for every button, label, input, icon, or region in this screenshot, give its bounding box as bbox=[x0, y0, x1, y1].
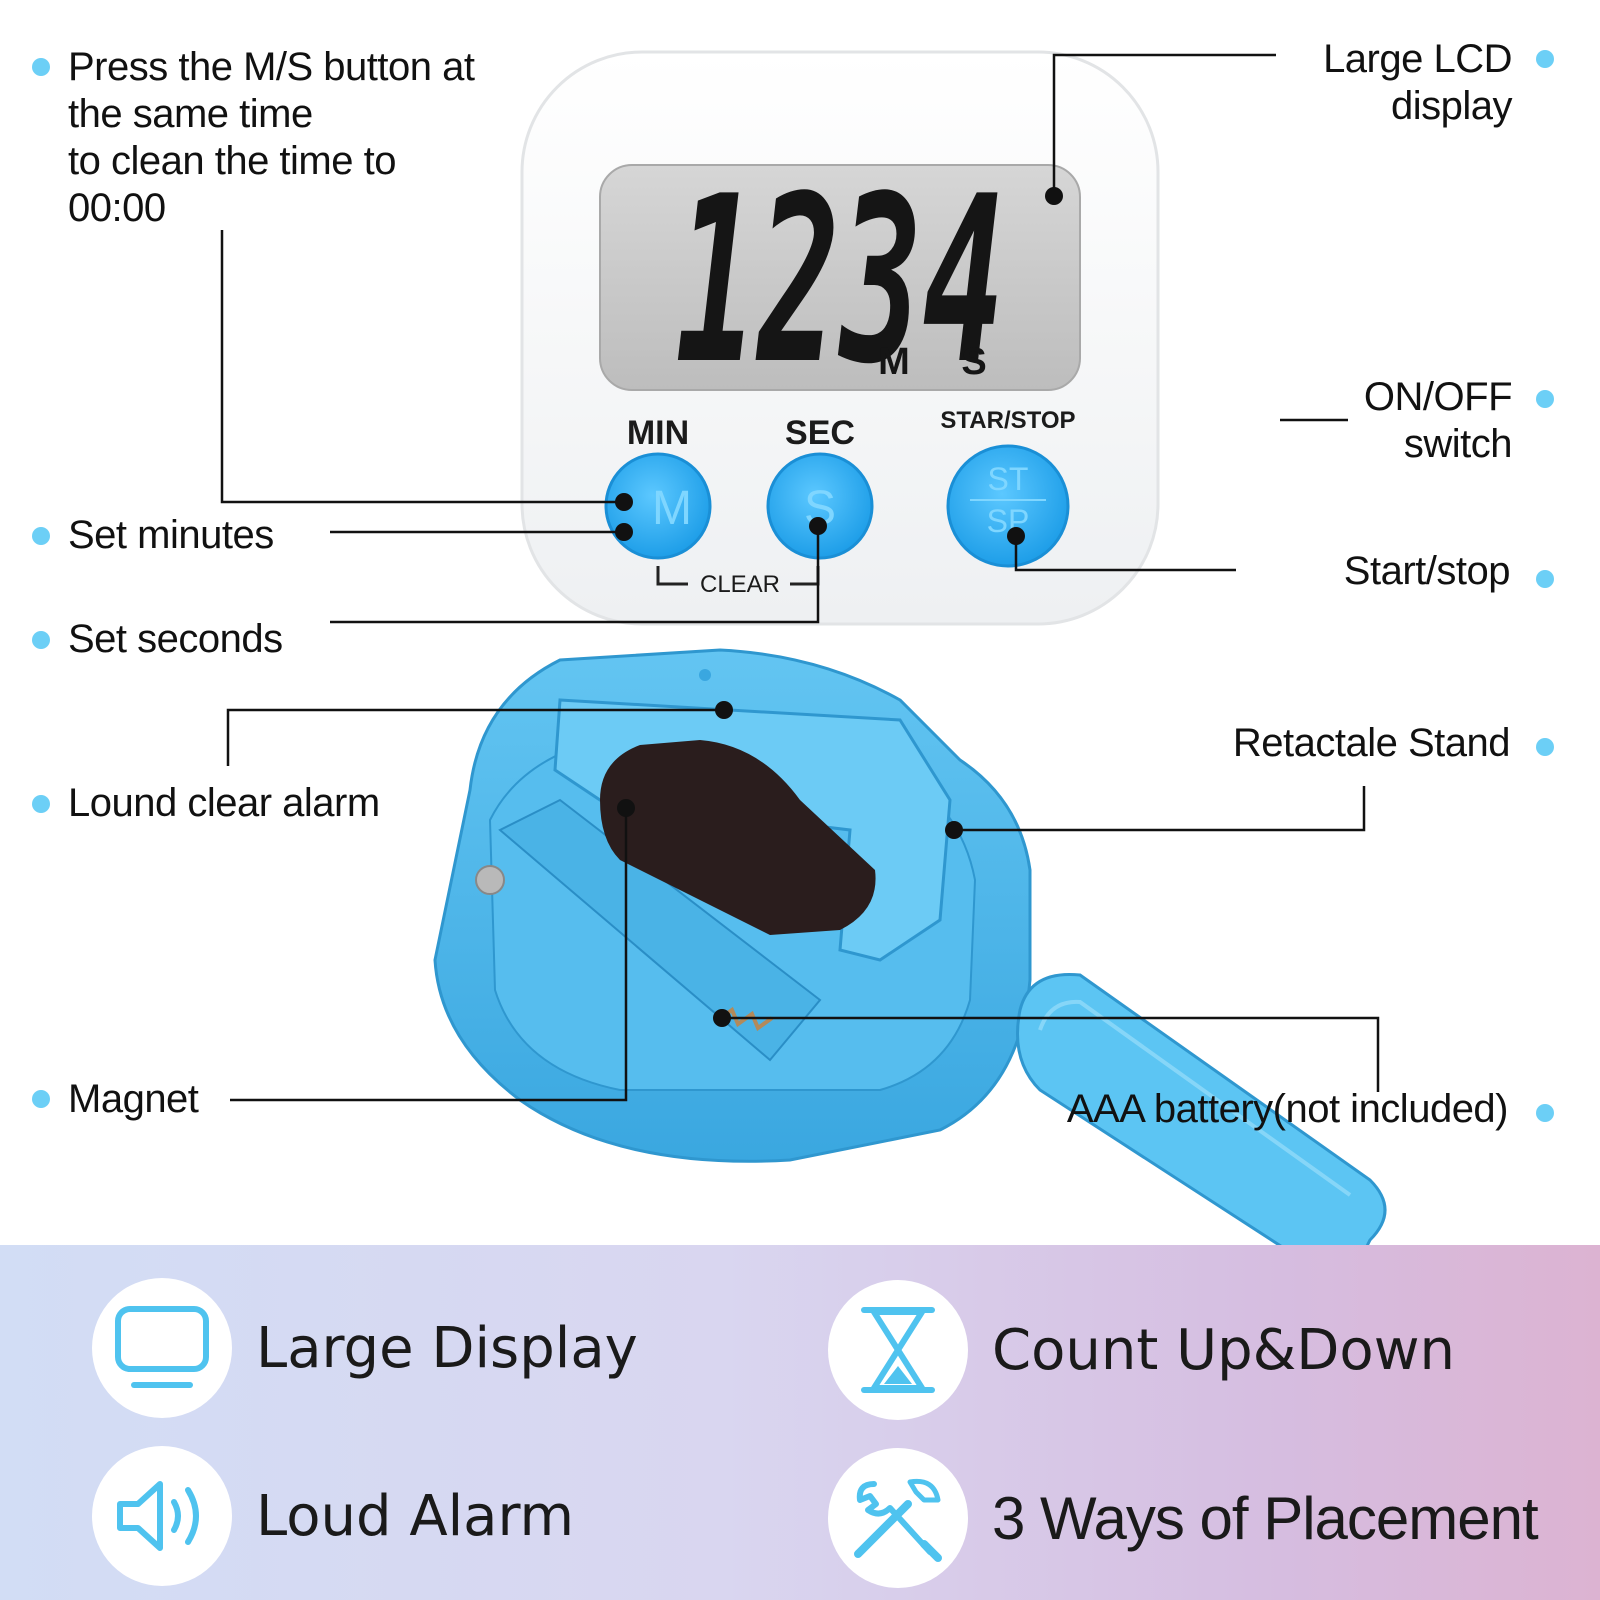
lcd-unit-m: M bbox=[878, 341, 910, 383]
feature-large-display: Large Display bbox=[92, 1278, 638, 1418]
lcd-digits: 1234 bbox=[675, 148, 1005, 415]
feature-label: 3 Ways of Placement bbox=[992, 1484, 1539, 1552]
bullet-dot bbox=[1536, 1104, 1554, 1122]
timer-front: 1234 M S MIN SEC STAR/STOP M S ST SP bbox=[520, 50, 1160, 626]
bullet-dot bbox=[1536, 738, 1554, 756]
feature-placement: 3 Ways of Placement bbox=[828, 1448, 1539, 1588]
bullet-dot bbox=[32, 58, 50, 76]
feature-label: Loud Alarm bbox=[256, 1483, 575, 1549]
features-band bbox=[0, 1245, 1600, 1600]
monitor-icon bbox=[115, 1306, 209, 1388]
min-button-glyph: M bbox=[652, 482, 692, 535]
sec-label: SEC bbox=[785, 414, 855, 452]
hourglass-icon bbox=[861, 1307, 935, 1393]
callout-retractable: Retactale Stand bbox=[1232, 721, 1511, 765]
callout-magnet: Magnet bbox=[68, 1077, 199, 1121]
callout-on-off: ON/OFF switch bbox=[1363, 375, 1513, 466]
bullet-dot bbox=[1536, 570, 1554, 588]
leader-dots bbox=[615, 187, 1063, 1027]
bullet-dot bbox=[32, 631, 50, 649]
lcd-screen bbox=[599, 164, 1081, 391]
start-stop-glyph-top: ST bbox=[988, 461, 1029, 497]
feature-icon-circle bbox=[828, 1448, 968, 1588]
callout-set-seconds: Set seconds bbox=[68, 617, 283, 661]
battery-cover bbox=[1016, 972, 1387, 1276]
bullet-dot bbox=[32, 795, 50, 813]
min-label: MIN bbox=[627, 414, 689, 452]
callout-set-minutes: Set minutes bbox=[68, 513, 274, 557]
feature-label: Large Display bbox=[256, 1315, 638, 1381]
bullet-dot bbox=[1536, 50, 1554, 68]
callout-battery: AAA battery(not included) bbox=[1066, 1087, 1509, 1131]
callout-start-stop: Start/stop bbox=[1343, 549, 1511, 593]
feature-icon-circle bbox=[92, 1446, 232, 1586]
start-stop-label: STAR/STOP bbox=[940, 407, 1075, 434]
feature-loud-alarm: Loud Alarm bbox=[92, 1446, 574, 1586]
timer-back bbox=[433, 648, 1032, 1163]
timer-illustration: 1234 M S MIN SEC STAR/STOP M S ST SP bbox=[220, 50, 1387, 1276]
leader-lines bbox=[220, 53, 1380, 1102]
callout-large-lcd: Large LCD display bbox=[1323, 37, 1512, 128]
callout-loud-alarm: Lound clear alarm bbox=[68, 781, 380, 825]
feature-icon-circle bbox=[828, 1280, 968, 1420]
lcd-unit-s: S bbox=[961, 341, 986, 383]
start-stop-button[interactable]: ST SP bbox=[946, 444, 1070, 568]
feature-icon-circle bbox=[92, 1278, 232, 1418]
clear-label: CLEAR bbox=[700, 571, 780, 598]
bullet-dot bbox=[32, 1090, 50, 1108]
feature-count-up-down: Count Up&Down bbox=[828, 1280, 1455, 1420]
bullet-dot bbox=[32, 527, 50, 545]
bullet-dot bbox=[1536, 390, 1554, 408]
sec-button[interactable]: S bbox=[766, 452, 874, 560]
speaker-icon bbox=[117, 1481, 199, 1551]
feature-label: Count Up&Down bbox=[992, 1317, 1455, 1383]
callout-press-ms: Press the M/S button at the same time to… bbox=[68, 45, 475, 230]
tools-icon bbox=[854, 1478, 942, 1562]
